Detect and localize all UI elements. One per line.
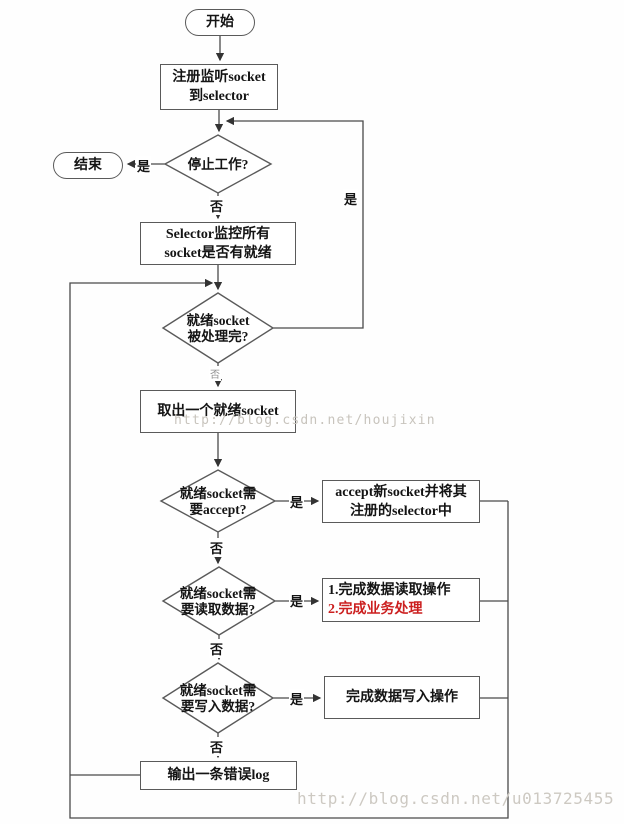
label-no-stop: 否 xyxy=(209,196,225,215)
stop-check-text: 停止工作? xyxy=(164,157,272,173)
register-line2: 到selector xyxy=(189,89,249,104)
write-check-line1: 就绪socket需 xyxy=(179,683,257,698)
accept-check-text: 就绪socket需 要accept? xyxy=(158,486,278,518)
label-yes-write: 是 xyxy=(289,689,305,708)
diamond-stop-check xyxy=(163,134,273,194)
node-accept-action: accept新socket并将其 注册的selector中 xyxy=(322,480,480,523)
edge-processed-yes-loop xyxy=(225,116,364,329)
accept-check-line1: 就绪socket需 xyxy=(179,486,257,501)
node-take-socket: 取出一个就绪socket xyxy=(140,390,296,433)
take-socket-label: 取出一个就绪socket xyxy=(157,404,279,419)
read-action-line1: 1.完成数据读取操作 xyxy=(328,583,451,598)
diamond-write-check xyxy=(161,662,275,734)
node-end: 结束 xyxy=(53,152,123,179)
node-register-socket: 注册监听socket 到selector xyxy=(160,64,278,110)
read-check-line1: 就绪socket需 xyxy=(179,586,257,601)
error-log-label: 输出一条错误log xyxy=(167,768,270,783)
node-end-label: 结束 xyxy=(74,158,102,173)
accept-check-line2: 要accept? xyxy=(189,502,247,517)
write-check-text: 就绪socket需 要写入数据? xyxy=(158,683,278,715)
read-check-line2: 要读取数据? xyxy=(180,602,256,617)
node-error-log: 输出一条错误log xyxy=(140,761,297,790)
register-line1: 注册监听socket xyxy=(172,70,266,85)
label-no-write: 否 xyxy=(209,737,225,756)
processed-check-line2: 被处理完? xyxy=(187,329,249,344)
monitor-line2: socket是否有就绪 xyxy=(164,245,272,261)
label-no-read: 否 xyxy=(209,639,225,658)
label-no-accept: 否 xyxy=(209,538,225,557)
edge-return-rail xyxy=(69,278,509,819)
watermark-middle: http://blog.csdn.net/houjixin xyxy=(174,413,436,428)
node-selector-monitor: Selector监控所有 socket是否有就绪 xyxy=(140,222,296,265)
label-yes-accept: 是 xyxy=(289,492,305,511)
monitor-line1: Selector监控所有 xyxy=(165,226,271,242)
label-yes-loop: 是 xyxy=(343,189,359,208)
diamond-read-check xyxy=(161,566,277,636)
node-write-action: 完成数据写入操作 xyxy=(324,676,480,719)
node-start: 开始 xyxy=(185,9,255,36)
accept-action-line2: 注册的selector中 xyxy=(350,503,452,519)
processed-check-line1: 就绪socket xyxy=(186,313,250,328)
label-no-processed: 否 xyxy=(209,366,221,381)
write-check-line2: 要写入数据? xyxy=(180,699,256,714)
stop-check-label: 停止工作? xyxy=(187,157,249,172)
read-action-line2: 2.完成业务处理 xyxy=(328,602,423,617)
label-yes-read: 是 xyxy=(289,591,305,610)
accept-action-line1: accept新socket并将其 xyxy=(335,484,467,500)
diamond-accept-check xyxy=(159,469,277,533)
node-read-action: 1.完成数据读取操作 2.完成业务处理 xyxy=(322,578,480,622)
node-start-label: 开始 xyxy=(206,15,234,30)
diamond-processed-check xyxy=(161,292,275,364)
read-check-text: 就绪socket需 要读取数据? xyxy=(158,586,278,618)
processed-check-text: 就绪socket 被处理完? xyxy=(158,313,278,345)
watermark-bottom: http://blog.csdn.net/u013725455 xyxy=(297,789,615,808)
write-action-label: 完成数据写入操作 xyxy=(346,690,458,705)
label-yes-to-end: 是 xyxy=(136,156,152,175)
